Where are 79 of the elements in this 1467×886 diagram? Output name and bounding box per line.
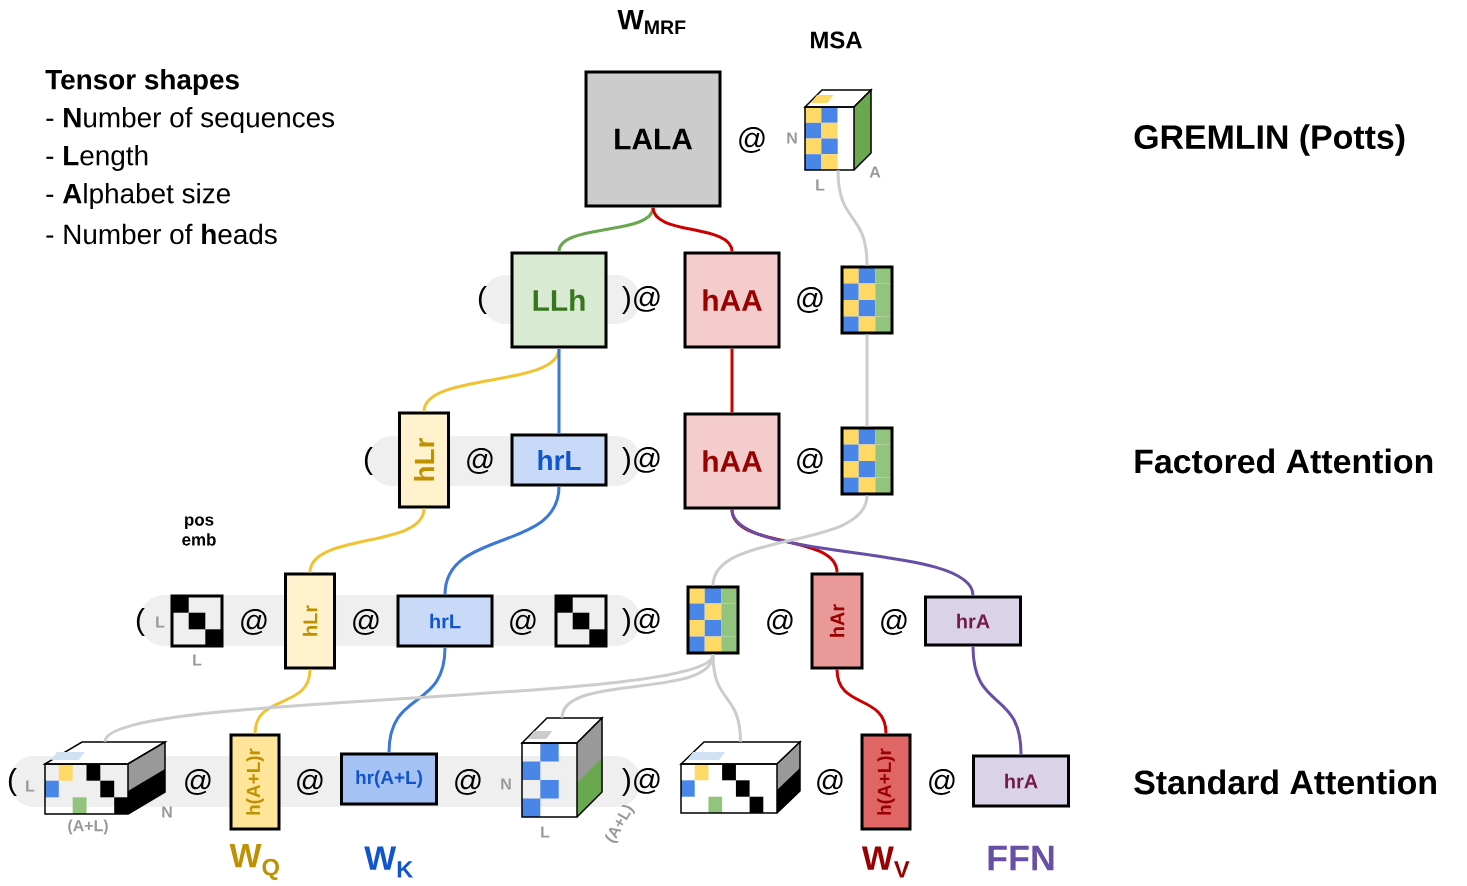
legend-heading: Tensor shapes [45, 69, 239, 95]
weight-box: h(A+L)r [229, 733, 281, 831]
connector [422, 348, 561, 412]
legend-item: - Number of heads [46, 223, 277, 245]
legend-item: - Length [46, 145, 148, 171]
operator-symbol: )@ [622, 447, 660, 475]
operator-symbol: @ [881, 609, 907, 635]
pos-emb-matrix-drawing [554, 594, 608, 648]
operator-symbol: ( [8, 768, 17, 796]
weight-box: LALA [584, 70, 722, 208]
operator-symbol: @ [929, 769, 955, 795]
row-title: GREMLIN (Potts) [1134, 124, 1405, 156]
connector [308, 508, 426, 573]
weight-box: h(A+L)r [860, 733, 912, 831]
dimension-label: A [869, 166, 881, 178]
operator-symbol: ( [136, 608, 145, 636]
dimension-label: L [816, 179, 825, 191]
tensor-caption: W$_{K}$ [364, 846, 414, 878]
dimension-label: L [193, 654, 202, 666]
weight-box: hrA [972, 754, 1070, 808]
connector [557, 348, 561, 434]
tensor-caption: W$_{MRF}$ [617, 9, 686, 35]
weight-box: hAA [683, 412, 781, 510]
weight-box: hrL [396, 594, 494, 648]
operator-symbol: @ [739, 127, 765, 153]
connector [836, 170, 869, 266]
weight-box: hr(A+L) [340, 752, 438, 806]
msa-matrix-drawing [840, 265, 894, 335]
connector [711, 495, 869, 586]
tensor-caption: W$_{V}$ [861, 846, 910, 878]
connector [730, 508, 975, 597]
dimension-label: N [787, 132, 797, 144]
weight-box: hAA [683, 251, 781, 349]
tensor-caption: W$_{Q}$ [229, 844, 279, 880]
connector [560, 654, 715, 719]
operator-symbol: @ [767, 609, 793, 635]
weight-box: hrA [924, 595, 1022, 647]
operator-symbol: @ [817, 769, 843, 795]
weight-box: hrL [510, 433, 608, 487]
connector [651, 207, 734, 252]
operator-symbol: @ [185, 769, 211, 795]
operator-symbol: @ [467, 448, 493, 474]
operator-symbol: @ [455, 769, 481, 795]
msa-matrix-drawing [840, 426, 894, 496]
row-title: Standard Attention [1134, 769, 1436, 795]
tensor-caption: pos emb [182, 516, 216, 546]
operator-symbol: @ [510, 609, 536, 635]
dimension-label: L [156, 616, 165, 628]
row-title: Factored Attention [1135, 448, 1433, 474]
pos-emb-matrix-drawing [170, 594, 224, 648]
weight-box: hAr [810, 572, 864, 670]
operator-symbol: @ [797, 448, 823, 474]
connector [865, 334, 869, 427]
tensor-caption: MSA [811, 31, 862, 49]
operator-symbol: @ [797, 287, 823, 313]
connector [730, 348, 734, 413]
connector [711, 654, 742, 742]
weight-box: hLr [398, 411, 450, 509]
dimension-label: N [162, 806, 172, 818]
legend-item: - Alphabet size [46, 183, 230, 209]
tensor-caption: FFN [988, 845, 1054, 871]
connector [971, 646, 1023, 755]
connector [443, 486, 561, 595]
operator-symbol: @ [241, 609, 267, 635]
connector [835, 669, 888, 734]
legend-item: - Number of sequences [46, 107, 335, 133]
dimension-label: (A+L) [68, 819, 108, 835]
weight-box: hLr [284, 572, 336, 670]
operator-symbol: )@ [622, 286, 660, 314]
weight-box: LLh [510, 251, 608, 349]
connector [557, 207, 655, 252]
connector [387, 647, 447, 753]
operator-symbol: )@ [622, 608, 660, 636]
msa-matrix-drawing [686, 585, 740, 655]
operator-symbol: @ [297, 769, 323, 795]
dimension-label: L [541, 826, 550, 838]
connector [253, 669, 312, 734]
operator-symbol: @ [353, 609, 379, 635]
operator-symbol: )@ [622, 768, 660, 796]
